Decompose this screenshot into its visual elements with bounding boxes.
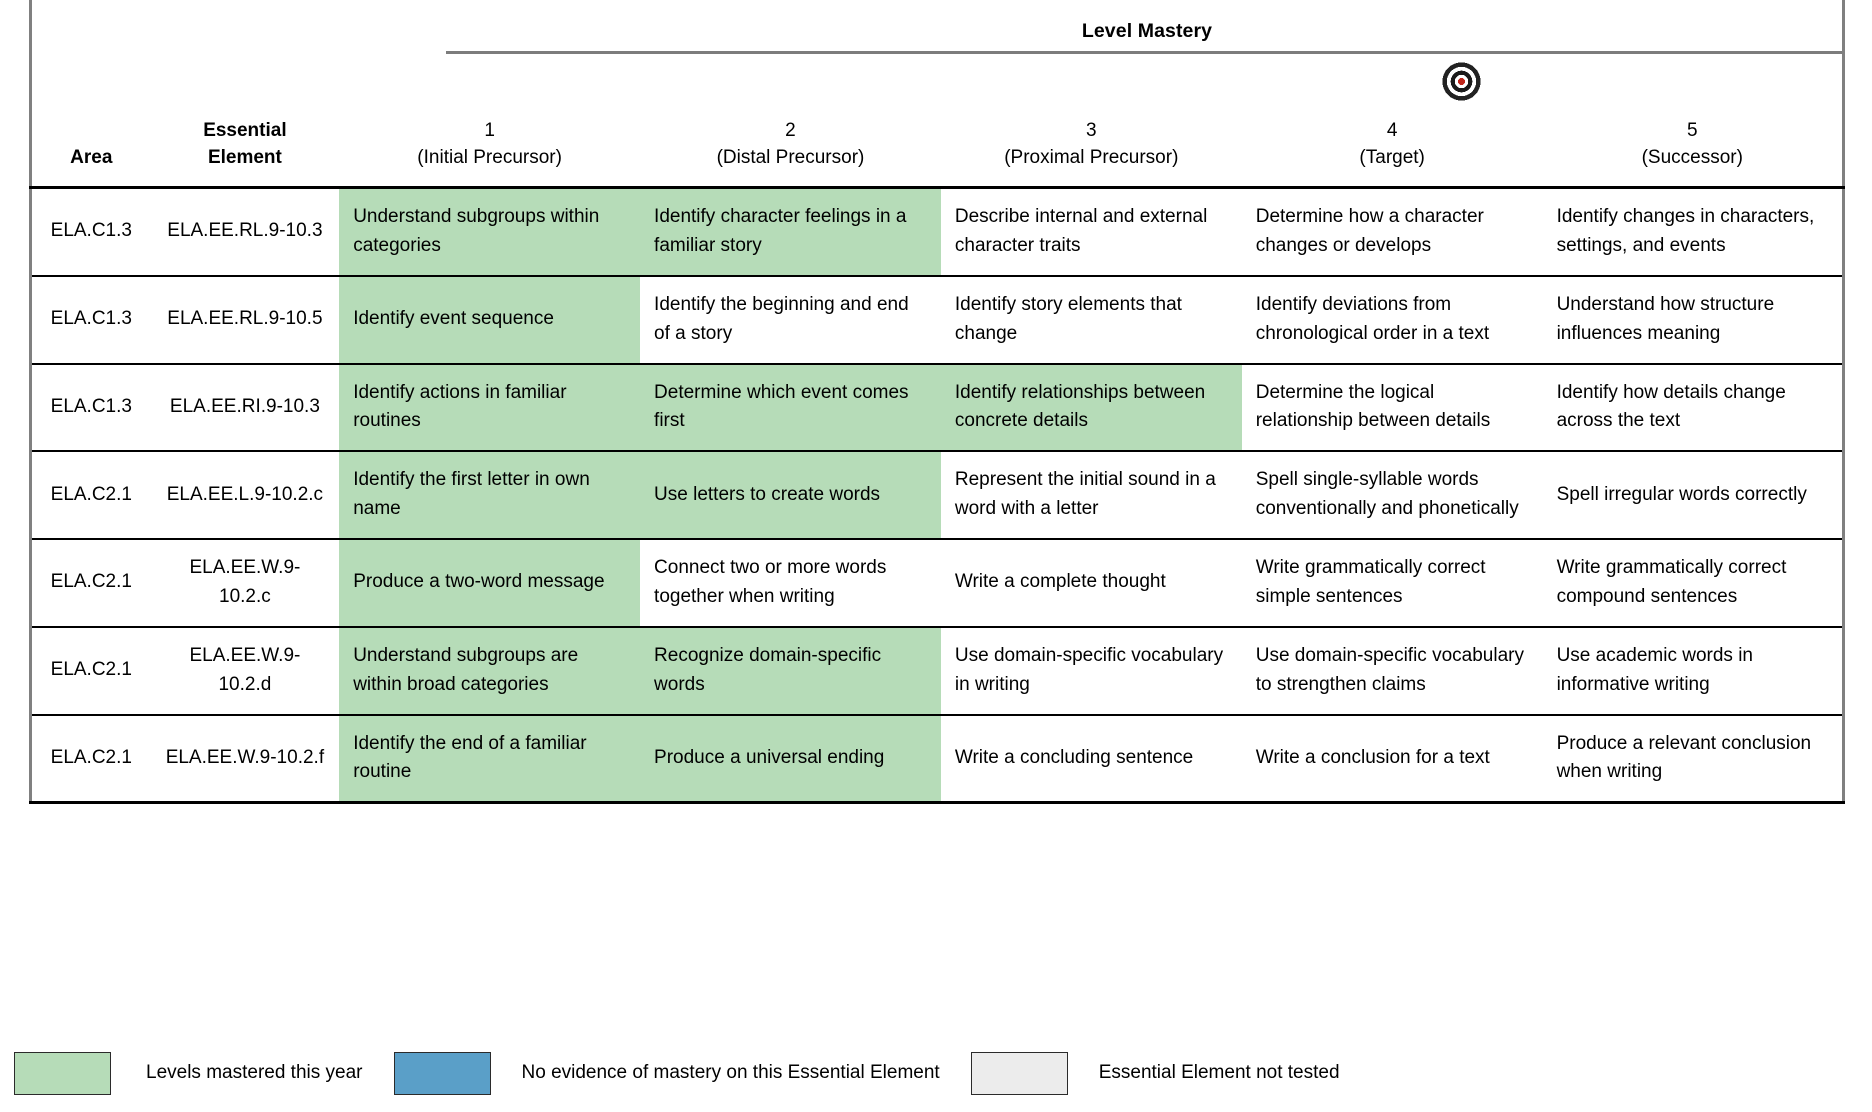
cell-level-5: Identify changes in characters, settings… xyxy=(1542,187,1845,277)
cell-level-1-mastered: Produce a two-word message xyxy=(339,539,641,628)
column-header-ee-line2: Element xyxy=(207,147,282,169)
legend-swatch-mastered xyxy=(14,1051,111,1095)
cell-level-4: Spell single-syllable words conventional… xyxy=(1241,451,1543,540)
cell-level-2-mastered: Identify character feelings in a familia… xyxy=(640,187,941,277)
cell-level-2-mastered: Determine which event comes first xyxy=(640,363,941,453)
cell-level-3: Use domain-specific vocabulary in writin… xyxy=(940,626,1242,716)
cell-level-4: Determine the logical relationship betwe… xyxy=(1241,363,1543,453)
cell-level-3: Identify story elements that change xyxy=(940,275,1242,365)
level-3-number: 3 xyxy=(1086,120,1097,142)
level-1-number: 1 xyxy=(484,120,495,142)
cell-level-2-mastered: Use letters to create words xyxy=(640,451,941,540)
column-header-essential-element: Essential Element xyxy=(150,0,340,189)
legend-swatch-not-tested xyxy=(970,1051,1068,1095)
cell-level-4: Determine how a character changes or dev… xyxy=(1241,187,1543,277)
cell-level-2-mastered: Produce a universal ending xyxy=(640,714,941,805)
legend-label-no-evidence: No evidence of mastery on this Essential… xyxy=(521,1062,940,1083)
column-header-ee-line1: Essential xyxy=(203,120,287,142)
table-header-row: Area Essential Element 1 (Initial Precur… xyxy=(28,0,1845,189)
cell-area: ELA.C2.1 xyxy=(28,539,151,628)
cell-level-5: Use academic words in informative writin… xyxy=(1542,626,1845,716)
cell-level-3: Describe internal and external character… xyxy=(940,187,1242,277)
cell-level-5: Write grammatically correct compound sen… xyxy=(1542,539,1845,628)
cell-area: ELA.C1.3 xyxy=(28,187,151,277)
cell-level-1-mastered: Identify actions in familiar routines xyxy=(339,363,641,453)
column-header-area-label: Area xyxy=(70,147,113,169)
column-header-level-2: 2 (Distal Precursor) xyxy=(640,0,941,189)
level-5-number: 5 xyxy=(1687,120,1698,142)
level-5-sublabel: (Successor) xyxy=(1641,147,1743,169)
level-4-number: 4 xyxy=(1386,120,1398,142)
cell-level-1-mastered: Identify the end of a familiar routine xyxy=(339,714,641,805)
cell-essential-element: ELA.EE.W.9-10.2.d xyxy=(150,626,340,716)
cell-area: ELA.C2.1 xyxy=(28,451,151,540)
cell-level-4: Write a conclusion for a text xyxy=(1241,714,1543,805)
cell-level-1-mastered: Understand subgroups are within broad ca… xyxy=(339,626,641,716)
cell-level-4: Write grammatically correct simple sente… xyxy=(1241,539,1543,628)
level-3-sublabel: (Proximal Precursor) xyxy=(1004,147,1179,169)
legend-label-not-tested: Essential Element not tested xyxy=(1098,1062,1340,1083)
cell-level-2-mastered: Recognize domain-specific words xyxy=(640,626,941,716)
cell-level-1-mastered: Identify event sequence xyxy=(339,275,641,365)
cell-area: ELA.C2.1 xyxy=(28,714,151,805)
cell-essential-element: ELA.EE.L.9-10.2.c xyxy=(150,451,340,540)
cell-level-5: Spell irregular words correctly xyxy=(1542,451,1845,540)
column-header-area: Area xyxy=(28,0,151,189)
cell-level-2: Connect two or more words together when … xyxy=(640,539,941,628)
level-2-number: 2 xyxy=(785,120,796,142)
cell-essential-element: ELA.EE.RL.9-10.3 xyxy=(150,187,340,277)
legend-item-mastered: Levels mastered this year xyxy=(14,1051,363,1095)
cell-level-4: Use domain-specific vocabulary to streng… xyxy=(1241,626,1543,716)
cell-essential-element: ELA.EE.RI.9-10.3 xyxy=(150,363,340,453)
cell-level-3: Represent the initial sound in a word wi… xyxy=(940,451,1242,540)
mastery-matrix-table: Area Essential Element 1 (Initial Precur… xyxy=(28,0,1845,805)
legend-swatch-no-evidence xyxy=(393,1051,491,1095)
cell-level-1-mastered: Identify the first letter in own name xyxy=(339,451,641,540)
cell-level-3-mastered: Identify relationships between concrete … xyxy=(940,363,1242,453)
legend-item-not-tested: Essential Element not tested xyxy=(970,1051,1340,1095)
level-2-sublabel: (Distal Precursor) xyxy=(716,147,865,169)
cell-area: ELA.C1.3 xyxy=(28,275,151,365)
cell-level-5: Produce a relevant conclusion when writi… xyxy=(1542,714,1845,805)
cell-area: ELA.C2.1 xyxy=(28,626,151,716)
legend-label-mastered: Levels mastered this year xyxy=(146,1062,363,1083)
level-4-sublabel: (Target) xyxy=(1359,147,1425,169)
cell-level-4: Identify deviations from chronological o… xyxy=(1241,275,1543,365)
column-header-level-4: 4 (Target) xyxy=(1241,0,1543,189)
cell-level-2: Identify the beginning and end of a stor… xyxy=(640,275,941,365)
cell-area: ELA.C1.3 xyxy=(28,363,151,453)
cell-level-3: Write a concluding sentence xyxy=(940,714,1242,805)
cell-level-1-mastered: Understand subgroups within categories xyxy=(339,187,641,277)
column-header-level-3: 3 (Proximal Precursor) xyxy=(940,0,1242,189)
legend-item-no-evidence: No evidence of mastery on this Essential… xyxy=(393,1051,940,1095)
cell-level-5: Understand how structure influences mean… xyxy=(1542,275,1845,365)
cell-essential-element: ELA.EE.W.9-10.2.f xyxy=(150,714,340,805)
cell-level-3: Write a complete thought xyxy=(940,539,1242,628)
level-1-sublabel: (Initial Precursor) xyxy=(417,147,562,169)
column-header-level-5: 5 (Successor) xyxy=(1542,0,1845,189)
legend: Levels mastered this year No evidence of… xyxy=(14,1050,1340,1096)
column-header-level-1: 1 (Initial Precursor) xyxy=(339,0,641,189)
cell-level-5: Identify how details change across the t… xyxy=(1542,363,1845,453)
cell-essential-element: ELA.EE.W.9-10.2.c xyxy=(150,539,340,628)
cell-essential-element: ELA.EE.RL.9-10.5 xyxy=(150,275,340,365)
